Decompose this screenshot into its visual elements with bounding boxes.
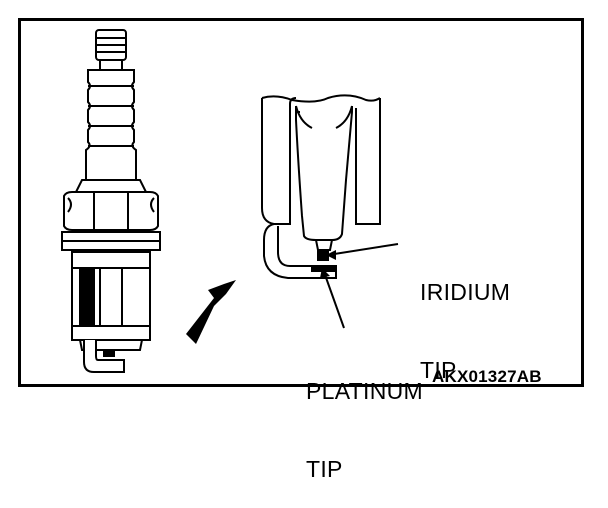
pointer-arrow [186,280,236,344]
platinum-leader [323,271,345,329]
tip-detail [261,94,399,329]
detail-ground-electrode [263,223,337,279]
ground-electrode [83,340,125,373]
hex-shell [63,191,159,231]
insulator-nose [295,106,353,241]
spark-plug [61,29,161,373]
iridium-leader [327,243,399,256]
spark-plug-diagram [61,29,399,373]
figure-code: AKX01327AB [432,367,542,386]
platinum-tip-label: PLATINUM TIP [306,378,423,482]
iridium-tip-label: IRIDIUM TIP [420,279,511,383]
